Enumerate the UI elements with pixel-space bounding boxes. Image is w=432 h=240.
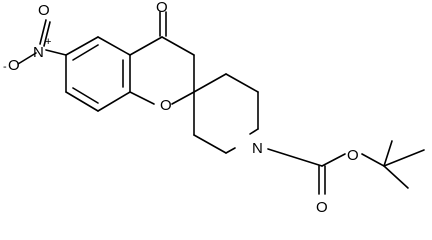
bond-spiro-ring-oxygen [171,91,195,105]
bond-tbutyl-down [383,165,409,189]
atom-label-nitro-oxygen-left: O [8,57,20,74]
atom-labels: O N + O - O O N O O [3,0,359,216]
bond-benzene-inner-3 [72,87,99,104]
bond-tbutyl-right [383,149,425,167]
bond-ring-oxygen-aryl [129,91,155,105]
bond-carbonyl-carbon-ch2 [161,36,195,56]
atom-label-nitro-oxygen-top: O [38,2,50,19]
bond-benzene-4 [97,91,131,112]
bond-n-carbamate-carbon [267,148,323,167]
bond-piperidine-4 [249,128,259,135]
bond-ester-oxygen-quaternary [361,153,385,167]
bond-piperidine-1 [193,73,227,93]
bond-benzene-inner-1 [72,44,99,61]
atom-label-carbamate-carbonyl-oxygen: O [316,199,328,216]
chemical-structure: O N + O - O O N O O [3,0,425,216]
bond-benzene-5 [65,91,99,112]
charge-label-nitro-plus: + [45,36,51,48]
bond-piperidine-5 [225,147,236,154]
bond-network [17,11,425,195]
bond-nitro-n-ring [45,49,67,56]
bond-carbonyl-carbon-aryl [129,36,163,56]
bond-benzene-2 [97,36,131,56]
atom-label-carbamate-ether-oxygen: O [347,147,359,164]
bond-piperidine-6 [193,134,227,154]
bond-benzene-1 [65,36,99,56]
bond-nitro-n-o-top-double [43,21,51,47]
atom-label-piperidine-nitrogen: N [252,140,263,157]
bond-piperidine-2 [225,73,259,93]
atom-label-ring-oxygen: O [160,97,172,114]
atom-label-ketone-oxygen: O [156,0,168,16]
bond-nitro-n-o-top [39,19,47,45]
bond-nitro-n-o-left [17,52,37,65]
atom-label-nitro-nitrogen: N [33,44,44,61]
bond-tbutyl-up [383,140,393,167]
bond-carbamate-c-o-up [321,153,346,167]
charge-label-nitro-minus: - [3,61,7,73]
